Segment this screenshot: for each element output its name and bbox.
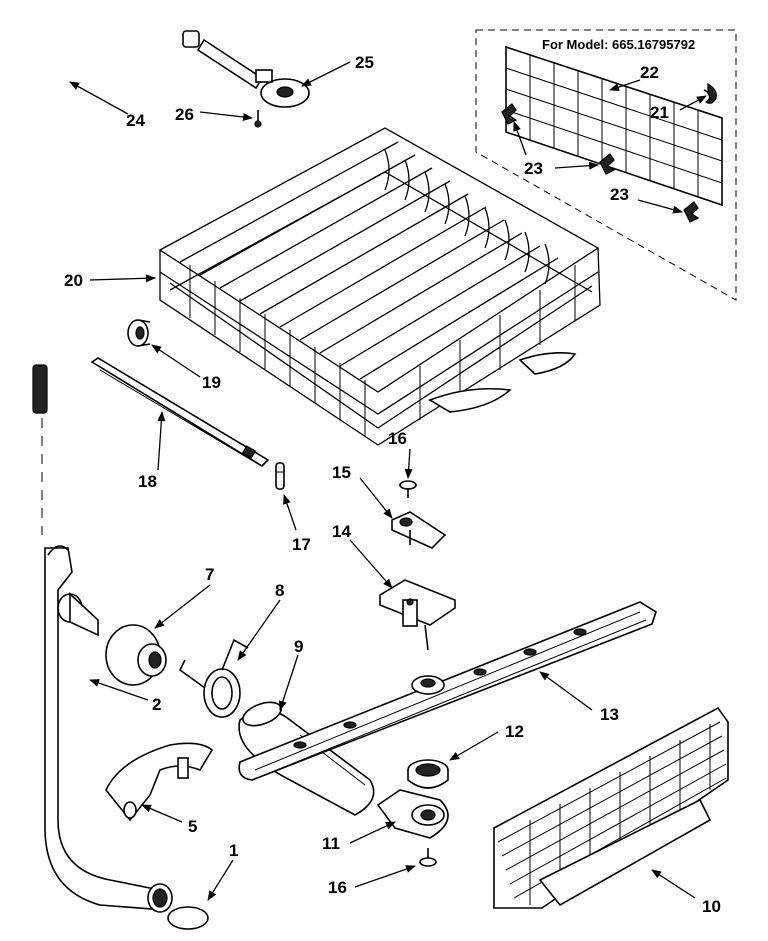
callout-24: 24: [126, 111, 145, 130]
callout-13: 13: [600, 705, 619, 724]
callout-16-lower: 16: [328, 878, 347, 897]
part-12-ring: [407, 759, 449, 789]
callout-23-b: 23: [610, 185, 629, 204]
callout-9: 9: [294, 637, 303, 656]
callout-2: 2: [152, 695, 161, 714]
callout-26: 26: [175, 105, 194, 124]
callout-5: 5: [188, 817, 197, 836]
part-10-filter: [493, 706, 729, 909]
part-15-mount: [391, 511, 447, 549]
model-note: For Model: 665.16795792: [542, 37, 695, 52]
part-26-screw: [254, 110, 262, 128]
callout-14: 14: [332, 522, 351, 541]
part-19-wheel: [127, 319, 151, 347]
callout-23-a: 23: [524, 159, 543, 178]
part-17-stop: [275, 462, 285, 490]
callout-19: 19: [202, 373, 221, 392]
part-18-rail: [90, 357, 270, 468]
part-1-oring: [167, 906, 209, 930]
part-13-spray-arm: [238, 601, 657, 781]
callout-18: 18: [138, 472, 157, 491]
part-11-hub: [376, 789, 449, 839]
callout-15: 15: [332, 463, 351, 482]
part-23-clip-a: [501, 103, 518, 125]
callout-1: 1: [229, 841, 238, 860]
part-24-supply-tube: [32, 30, 200, 535]
part-25-connector: [196, 38, 310, 108]
callout-22: 22: [640, 63, 659, 82]
callout-20: 20: [64, 271, 83, 290]
part-22-tine-panel: [505, 45, 723, 207]
callout-11: 11: [322, 834, 340, 853]
model-specific-box: For Model: 665.16795792: [475, 29, 737, 301]
part-5-clip: [105, 742, 214, 822]
callout-12: 12: [505, 722, 524, 741]
part-21-clip: [703, 82, 717, 104]
part-14-bracket: [379, 579, 456, 651]
callout-16-upper: 16: [388, 429, 407, 448]
callout-25: 25: [355, 53, 374, 72]
part-16-screw-lower: [419, 848, 437, 867]
callout-8: 8: [275, 581, 284, 600]
part-9-feed-tube: [238, 701, 375, 816]
part-23-clip-c: [683, 201, 700, 223]
part-8-spring: [178, 638, 249, 718]
part-2-manifold: [44, 545, 173, 913]
callout-7: 7: [205, 565, 214, 584]
callout-21: 21: [650, 103, 669, 122]
part-7-seal: [105, 624, 167, 686]
callout-10: 10: [702, 897, 721, 916]
callout-labels: 25 26 24 20 19 18 17 15 16 14 7 8 9 13 1…: [64, 53, 721, 916]
part-23-clip-b: [599, 153, 616, 175]
leader-lines: [69, 61, 707, 901]
callout-17: 17: [292, 535, 311, 554]
part-16-screw-upper: [399, 480, 417, 498]
part-20-upper-rack: [158, 127, 601, 446]
